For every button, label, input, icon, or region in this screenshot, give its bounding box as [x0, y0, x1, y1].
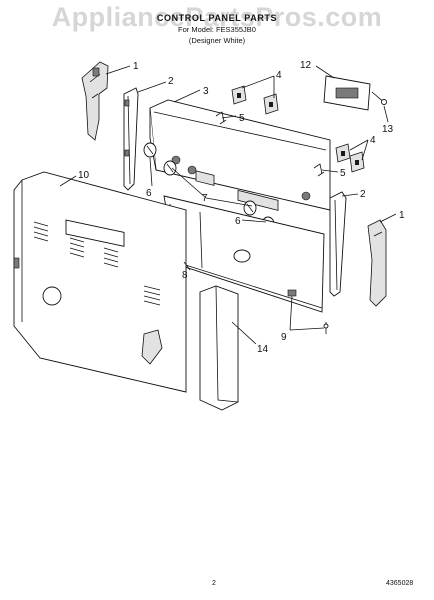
switch-b[interactable] [263, 93, 279, 115]
end-cap-right[interactable] [367, 219, 387, 307]
callout-4-top: 4 [276, 70, 282, 81]
callout-12: 12 [300, 60, 312, 71]
switch-c[interactable] [335, 143, 351, 163]
callout-1-right: 1 [399, 210, 405, 221]
callout-10: 10 [78, 170, 90, 181]
callout-9: 9 [281, 332, 287, 343]
callout-5-left: 5 [239, 113, 245, 124]
leader-lines [59, 65, 397, 345]
doc-number: 4365028 [386, 580, 414, 587]
callout-6-left: 6 [146, 188, 152, 199]
knob-right-upper[interactable] [243, 200, 257, 216]
bracket[interactable] [199, 285, 239, 411]
overlay-panel[interactable] [323, 75, 371, 111]
knob-left-lower[interactable] [163, 160, 177, 176]
callout-3: 3 [203, 86, 209, 97]
callout-2-left: 2 [168, 76, 174, 87]
back-panel[interactable] [163, 195, 325, 313]
clip-right[interactable] [313, 163, 325, 177]
side-trim-left[interactable] [123, 87, 139, 191]
color-line: (Designer White) [188, 36, 246, 45]
control-panel[interactable] [149, 99, 331, 211]
clip-left[interactable] [215, 111, 227, 125]
screw[interactable] [371, 91, 387, 105]
callout-7: 7 [202, 193, 208, 204]
callout-8: 8 [182, 270, 188, 281]
callout-5-right: 5 [340, 168, 346, 179]
watermark: AppliancePartsPros.com [51, 2, 383, 32]
knob-left-upper[interactable] [143, 142, 157, 158]
switch-a[interactable] [231, 85, 247, 105]
panel-screws[interactable] [287, 289, 329, 334]
end-cap-left[interactable] [81, 61, 109, 141]
rear-cover[interactable] [13, 171, 187, 393]
page-number: 2 [212, 580, 216, 587]
switch-d[interactable] [349, 151, 365, 173]
callout-2-right: 2 [360, 189, 366, 200]
vent-slots-2 [69, 237, 85, 258]
callout-1-left: 1 [133, 61, 139, 72]
callout-14: 14 [257, 344, 269, 355]
callout-13: 13 [382, 124, 394, 135]
callout-6-right: 6 [235, 216, 241, 227]
vent-slots-3 [103, 247, 119, 268]
diagram-title: CONTROL PANEL PARTS [156, 13, 278, 23]
side-trim-right[interactable] [329, 191, 347, 297]
vent-slots-1 [33, 221, 49, 242]
model-line: For Model: FES355JB0 [178, 25, 256, 34]
vent-slots-4 [143, 285, 161, 306]
callout-4-right: 4 [370, 135, 376, 146]
